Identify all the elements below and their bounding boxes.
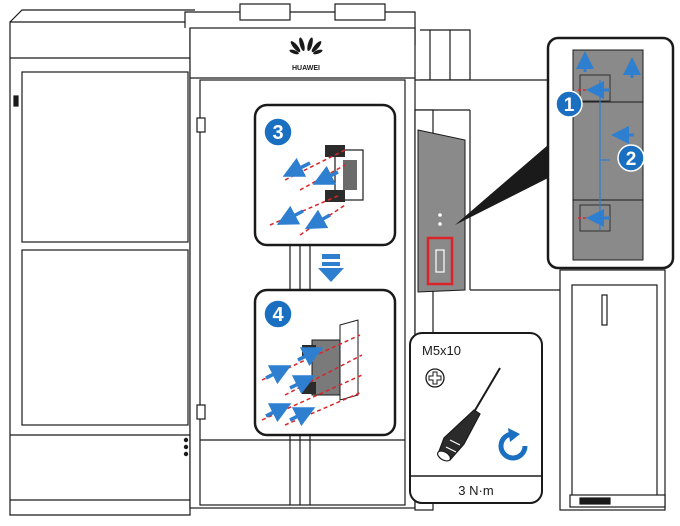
right-cabinet bbox=[414, 79, 666, 511]
step-1-badge: 1 bbox=[555, 90, 583, 118]
phillips-screw-head-icon bbox=[425, 368, 445, 388]
step-2-number: 2 bbox=[626, 149, 637, 170]
screw-spec: M5x10 bbox=[422, 343, 461, 358]
brand-name: HUAWEI bbox=[292, 65, 320, 72]
huawei-logo: HUAWEI bbox=[289, 37, 323, 72]
screwdriver-icon bbox=[437, 367, 501, 462]
torque-value: 3 N·m bbox=[458, 483, 493, 498]
step-3-badge: 3 bbox=[263, 117, 293, 147]
zoom-pointer bbox=[455, 145, 560, 225]
step-3-number: 3 bbox=[272, 122, 283, 144]
left-cabinet bbox=[9, 9, 195, 516]
step-1-number: 1 bbox=[564, 95, 575, 116]
step-4-callout bbox=[253, 288, 397, 437]
step-4-badge: 4 bbox=[263, 299, 293, 329]
zoom-inset-panel bbox=[546, 36, 675, 270]
clockwise-rotation-icon bbox=[498, 428, 528, 461]
step-4-number: 4 bbox=[272, 304, 284, 326]
huawei-petal-icon bbox=[289, 37, 323, 55]
side-panel bbox=[417, 129, 466, 293]
sequence-down-arrow-icon bbox=[318, 254, 344, 282]
step-2-badge: 2 bbox=[617, 144, 645, 172]
highlight-box bbox=[426, 236, 454, 286]
tool-callout: M5x10 3 N·m bbox=[409, 332, 543, 504]
